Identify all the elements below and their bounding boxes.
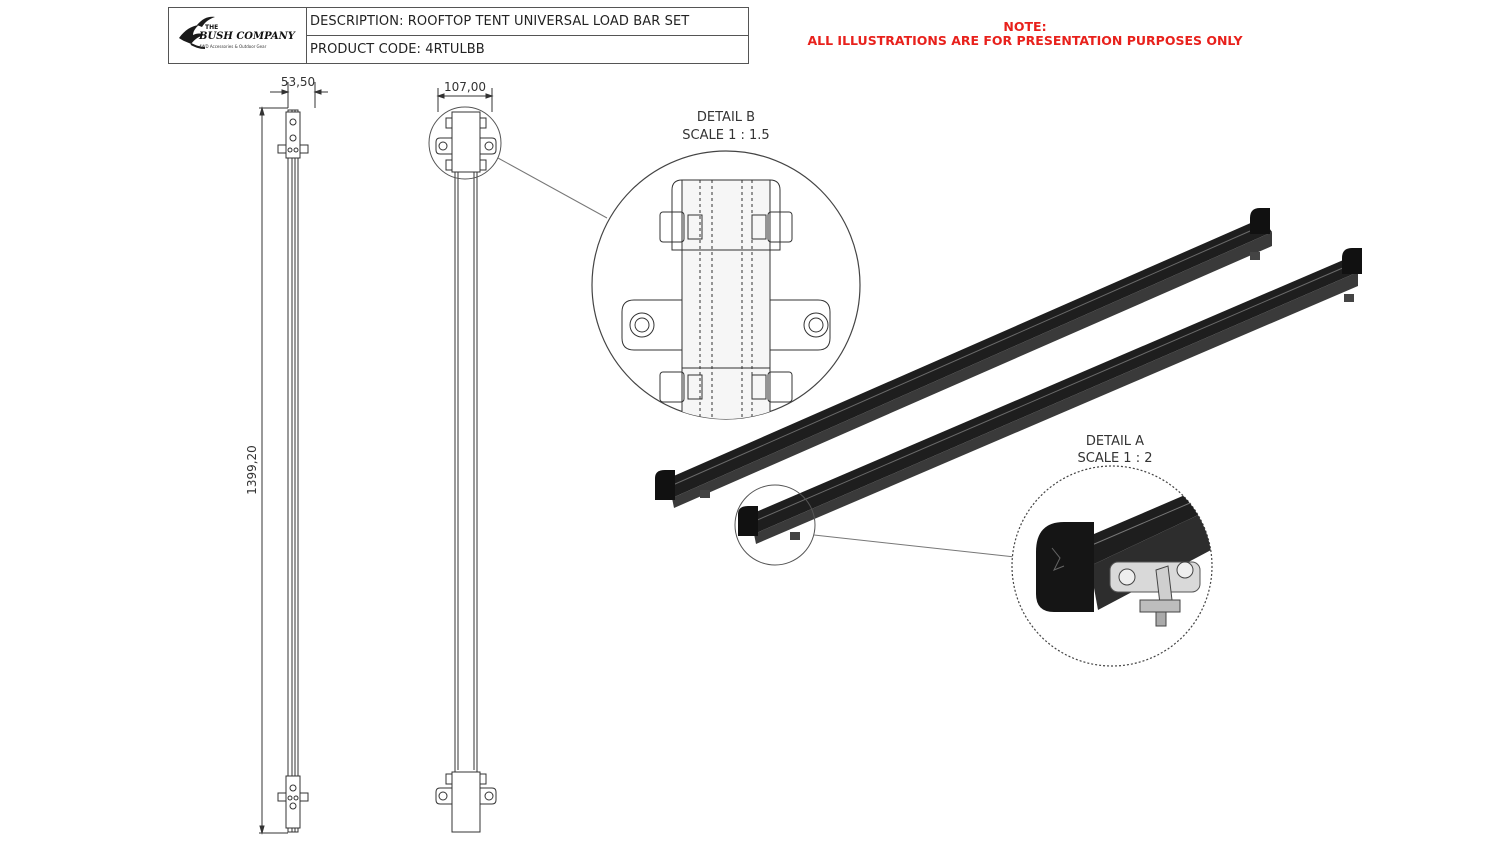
note-block: NOTE: ALL ILLUSTRATIONS ARE FOR PRESENTA… <box>790 20 1260 48</box>
description-field: DESCRIPTION: ROOFTOP TENT UNIVERSAL LOAD… <box>307 8 748 36</box>
detail-b-view <box>591 150 861 420</box>
detail-b-scale: SCALE 1 : 1.5 <box>682 128 769 143</box>
note-text: ALL ILLUSTRATIONS ARE FOR PRESENTATION P… <box>807 33 1243 48</box>
side-view <box>259 82 328 835</box>
product-code-field: PRODUCT CODE: 4RTULBB <box>310 42 485 57</box>
detail-a-view <box>1011 465 1213 667</box>
title-block: THE BUSH COMPANY 4WD Accessories & Outdo… <box>168 7 749 64</box>
goat-logo-icon: THE BUSH COMPANY 4WD Accessories & Outdo… <box>179 16 296 49</box>
top-width-dimension: 107,00 <box>444 80 486 94</box>
company-logo: THE BUSH COMPANY 4WD Accessories & Outdo… <box>169 8 307 63</box>
note-heading: NOTE: <box>1003 19 1047 34</box>
logo-line2: BUSH COMPANY <box>198 31 296 42</box>
length-dimension: 1399,20 <box>245 445 259 495</box>
logo-line3: 4WD Accessories & Outdoor Gear <box>199 44 267 49</box>
logo-line1: THE <box>205 24 218 31</box>
isometric-bar-2 <box>734 248 1362 566</box>
side-width-dimension: 53,50 <box>281 75 315 89</box>
detail-a-title: DETAIL A <box>1086 434 1144 449</box>
detail-a-scale: SCALE 1 : 2 <box>1078 451 1153 466</box>
isometric-bar-1 <box>655 208 1272 508</box>
top-view <box>428 88 608 833</box>
detail-b-title: DETAIL B <box>697 110 755 125</box>
